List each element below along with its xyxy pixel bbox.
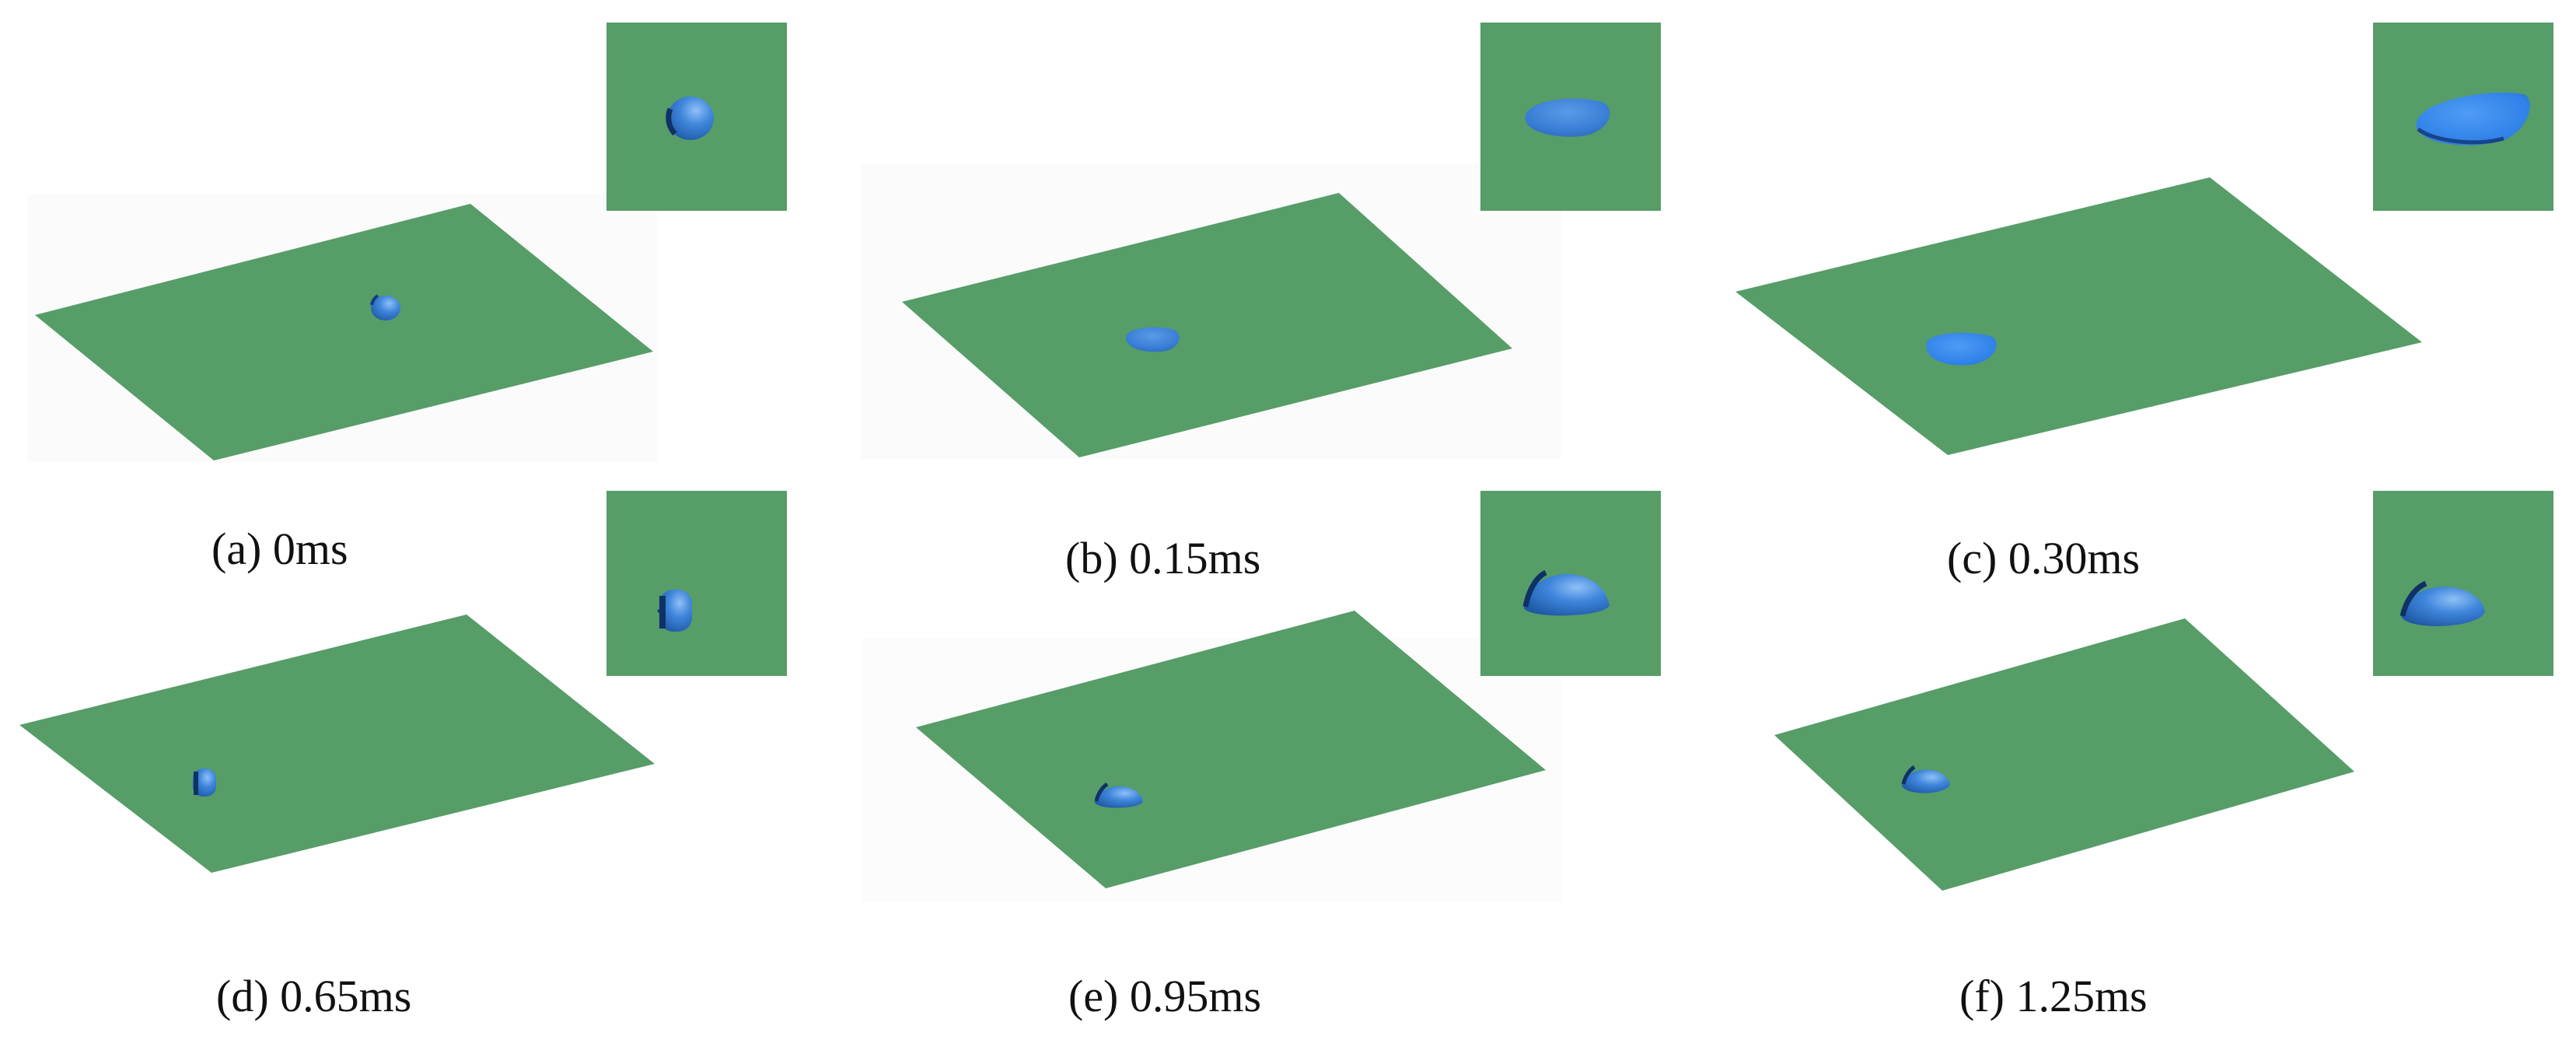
plate-e — [916, 611, 1546, 888]
plate-c — [1735, 177, 2422, 455]
inset-droplet-e — [1522, 569, 1610, 616]
caption-e: (e) 0.95ms — [1068, 971, 1261, 1021]
panel-d: (d) 0.65ms — [19, 491, 787, 1021]
plate-f — [1774, 618, 2354, 891]
caption-b: (b) 0.15ms — [1065, 533, 1260, 583]
inset-droplet-c — [2416, 93, 2530, 145]
plate-a — [35, 204, 653, 460]
inset-droplet-a — [666, 96, 714, 140]
caption-f: (f) 1.25ms — [1959, 971, 2148, 1021]
panel-c: (c) 0.30ms — [1735, 23, 2553, 583]
droplet-b — [1125, 327, 1180, 352]
inset-droplet-b — [1525, 98, 1610, 137]
plate-d — [19, 615, 655, 873]
caption-d: (d) 0.65ms — [216, 971, 411, 1021]
droplet-e — [1094, 782, 1143, 808]
caption-c: (c) 0.30ms — [1947, 533, 2140, 583]
droplet-a — [370, 294, 400, 320]
caption-a: (a) 0ms — [211, 524, 348, 574]
plate-b — [902, 193, 1512, 457]
inset-d — [606, 491, 787, 676]
inset-f — [2373, 491, 2553, 676]
droplet-c — [1926, 332, 1997, 366]
inset-droplet-f — [2399, 580, 2485, 626]
panel-a: (a) 0ms — [35, 23, 787, 574]
panel-f: (f) 1.25ms — [1774, 491, 2553, 1021]
inset-droplet-d — [657, 590, 692, 632]
droplet-f — [1901, 765, 1950, 793]
droplet-d — [193, 769, 216, 797]
panel-b: (b) 0.15ms — [902, 23, 1661, 583]
panel-e: (e) 0.95ms — [916, 491, 1661, 1021]
